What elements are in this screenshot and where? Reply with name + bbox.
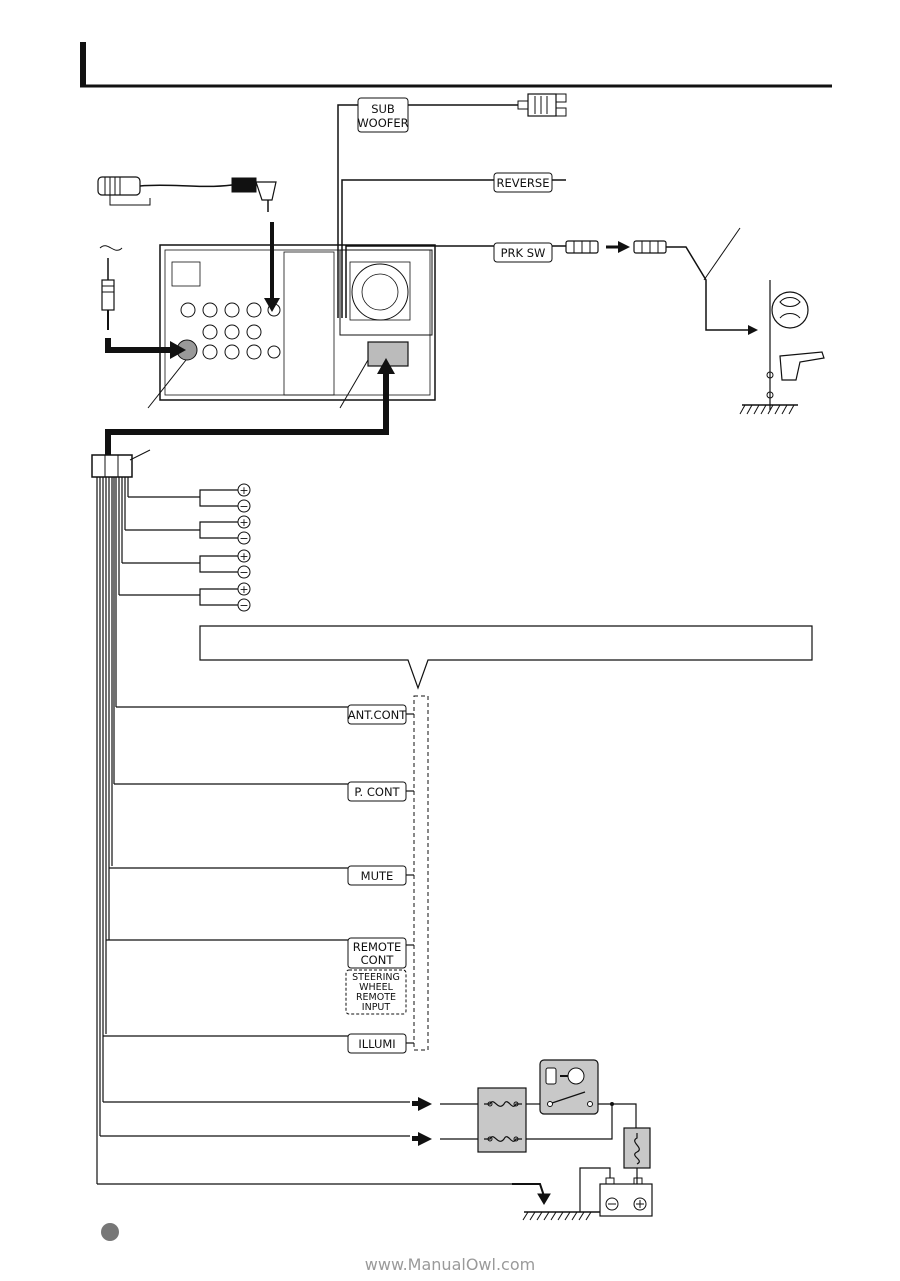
- harness-connector: [91, 454, 133, 478]
- reverse-label: REVERSE: [497, 176, 550, 190]
- speaker-terminal-minus: [237, 531, 251, 545]
- terminal-sign: −: [239, 599, 248, 612]
- watermark: www.ManualOwl.com: [365, 1255, 535, 1274]
- speaker-terminal-minus: [237, 499, 251, 513]
- page-bullet: [101, 1223, 119, 1241]
- prk-sw-connector-2-icon: [633, 240, 667, 254]
- speaker-terminal-plus: [237, 549, 251, 563]
- fuse-box-icon: [477, 1087, 527, 1153]
- battery-fuse-icon: [623, 1127, 651, 1169]
- terminal-sign: +: [239, 484, 248, 497]
- steering-wheel-input-box: [345, 969, 407, 1015]
- head-unit-rear-panel: [159, 244, 436, 401]
- steering-label-line2: WHEEL: [359, 982, 394, 993]
- sub-woofer-label-line1: SUB: [371, 102, 395, 116]
- remote-cont-label-box: [347, 937, 407, 969]
- prk-sw-connector-icon: [565, 240, 599, 254]
- terminal-sign: −: [239, 500, 248, 513]
- prk-sw-label: PRK SW: [501, 246, 546, 260]
- illumi-label-box: [347, 1033, 407, 1054]
- ground-icon: [512, 1183, 600, 1221]
- terminal-sign: +: [239, 516, 248, 529]
- speaker-wires: [119, 489, 238, 606]
- remote-cont-label-line1: REMOTE: [353, 940, 402, 954]
- rca-connector-icon: [517, 93, 567, 117]
- reverse-label-box: [493, 172, 553, 193]
- microphone-icon: [97, 176, 277, 212]
- p-cont-label: P. CONT: [354, 785, 400, 799]
- ant-cont-label-box: [347, 704, 407, 725]
- terminal-sign: +: [239, 583, 248, 596]
- terminal-sign: −: [239, 532, 248, 545]
- antenna-plug-icon: [99, 245, 123, 330]
- speaker-terminal-minus: [237, 598, 251, 612]
- speaker-terminal-plus: [237, 582, 251, 596]
- speaker-terminal-minus: [237, 565, 251, 579]
- terminal-sign: +: [239, 550, 248, 563]
- ignition-key-icon: [539, 1059, 599, 1115]
- speaker-terminal-plus: [237, 483, 251, 497]
- header-mark: [80, 42, 86, 86]
- steering-label-line4: INPUT: [362, 1002, 391, 1013]
- ant-cont-label: ANT.CONT: [348, 708, 407, 722]
- prk-sw-label-box: [493, 242, 553, 263]
- steering-label-line1: STEERING: [352, 972, 400, 983]
- battery-icon: [599, 1177, 653, 1217]
- parking-brake-icon: [739, 280, 825, 415]
- mute-label-box: [347, 865, 407, 886]
- p-cont-label-box: [347, 781, 407, 802]
- callout-box: [199, 625, 813, 690]
- remote-cont-label-line2: CONT: [361, 953, 395, 967]
- terminal-sign: −: [239, 566, 248, 579]
- illumi-label: ILLUMI: [358, 1037, 395, 1051]
- sub-woofer-label-box: [357, 97, 409, 133]
- dashed-bracket: [413, 695, 429, 1051]
- sub-woofer-label-line2: WOOFER: [357, 116, 408, 130]
- mute-label: MUTE: [361, 869, 394, 883]
- speaker-terminal-plus: [237, 515, 251, 529]
- steering-label-line3: REMOTE: [356, 992, 396, 1003]
